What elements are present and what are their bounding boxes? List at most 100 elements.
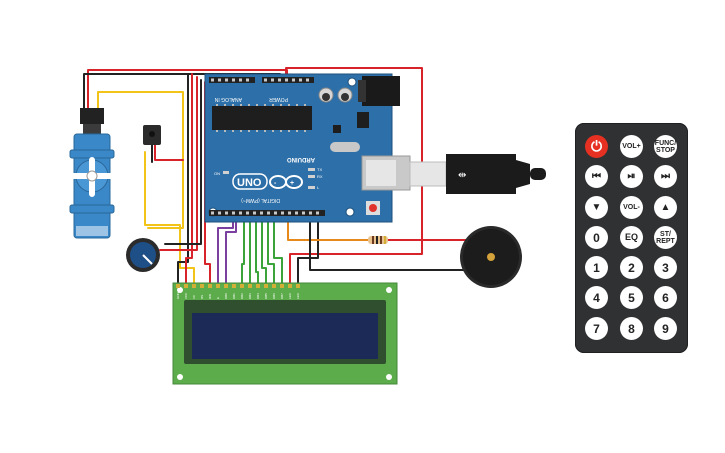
- prev-button[interactable]: ⏮: [585, 165, 608, 188]
- st-label: ST/: [660, 230, 671, 238]
- wire-orange-buzzer[interactable]: [287, 213, 371, 241]
- wire-yellow-servo[interactable]: [97, 91, 184, 229]
- key-1-button[interactable]: 1: [585, 256, 608, 279]
- ir-receiver[interactable]: [143, 125, 161, 145]
- wire-green-4[interactable]: [261, 213, 267, 284]
- key-8-label: 8: [628, 321, 635, 336]
- lcd-pin-10[interactable]: [248, 284, 252, 288]
- lcd-pin-3[interactable]: [192, 284, 196, 288]
- lcd-pin-4[interactable]: [200, 284, 204, 288]
- up-arrow-icon: ▲: [660, 202, 671, 213]
- key-9-label: 9: [662, 321, 669, 336]
- led-tx: [308, 168, 315, 171]
- key-3-label: 3: [662, 260, 669, 275]
- power-jack[interactable]: [362, 76, 400, 106]
- wire-green-1[interactable]: [241, 213, 245, 284]
- mount-hole: [347, 77, 357, 87]
- arduino-logo-right: [285, 175, 303, 189]
- down-button[interactable]: ▼: [585, 196, 608, 219]
- lcd-pin-5[interactable]: [208, 284, 212, 288]
- key-5-button[interactable]: 5: [620, 286, 643, 309]
- key-9-button[interactable]: 9: [654, 317, 677, 340]
- wire-red-right[interactable]: [285, 67, 423, 255]
- wire-black-led[interactable]: [297, 213, 319, 284]
- wire-red-ir[interactable]: [154, 142, 184, 161]
- l-label: L: [317, 185, 320, 190]
- tx-label: TX: [317, 167, 322, 172]
- ir-remote[interactable]: ⏻ VOL+ FUNC/STOP ⏮ ⏯ ⏭ ▼ VOL- ▲ 0 EQ ST/…: [575, 123, 688, 353]
- servo-motor[interactable]: [69, 108, 115, 239]
- eq-button[interactable]: EQ: [620, 226, 643, 249]
- wire-green-6[interactable]: [273, 213, 283, 284]
- wire-black-pot[interactable]: [164, 79, 202, 245]
- wire-green-3[interactable]: [255, 213, 259, 284]
- wire-green-5[interactable]: [267, 213, 275, 284]
- vol-up-button[interactable]: VOL+: [620, 135, 643, 158]
- wire-black-gnd-lcd[interactable]: [177, 73, 189, 284]
- st-rept-button[interactable]: ST/REPT: [654, 226, 677, 249]
- piezo-buzzer[interactable]: [460, 226, 522, 288]
- key-7-label: 7: [593, 321, 600, 336]
- key-3-button[interactable]: 3: [654, 256, 677, 279]
- uno-label: UNO: [237, 177, 262, 189]
- key-7-button[interactable]: 7: [585, 317, 608, 340]
- key-8-button[interactable]: 8: [620, 317, 643, 340]
- arduino-board[interactable]: ANALOG IN POWER: [204, 73, 411, 223]
- key-0-button[interactable]: 0: [585, 226, 608, 249]
- play-pause-button[interactable]: ⏯: [620, 165, 643, 188]
- lcd-pin-2[interactable]: [184, 284, 188, 288]
- lcd-pin-label: V0: [192, 295, 196, 299]
- key-5-label: 5: [628, 290, 635, 305]
- lcd-pin-16[interactable]: [296, 284, 300, 288]
- power-button[interactable]: ⏻: [585, 135, 608, 158]
- key-4-button[interactable]: 4: [585, 286, 608, 309]
- lcd-pin-6[interactable]: [216, 284, 220, 288]
- resistor[interactable]: [368, 236, 388, 244]
- vol-down-label: VOL-: [623, 204, 640, 211]
- lcd-pin-12[interactable]: [264, 284, 268, 288]
- usb-cable[interactable]: ⇹: [409, 154, 546, 194]
- key-6-button[interactable]: 6: [654, 286, 677, 309]
- lcd-pin-8[interactable]: [232, 284, 236, 288]
- lcd-pin-9[interactable]: [240, 284, 244, 288]
- lcd-pin-7[interactable]: [224, 284, 228, 288]
- lcd-pin-label: VCC: [184, 292, 188, 299]
- next-icon: ⏭: [661, 171, 670, 182]
- wire-red-5v-lcd[interactable]: [185, 73, 193, 284]
- wire-black-buzzer[interactable]: [309, 213, 481, 271]
- digital-label: DIGITAL (PWM~): [241, 197, 280, 203]
- func-stop-button[interactable]: FUNC/STOP: [654, 135, 677, 158]
- lcd-screen: [192, 313, 378, 359]
- lcd-pin-label: LED: [296, 292, 300, 299]
- lcd-pin-15[interactable]: [288, 284, 292, 288]
- key-2-label: 2: [628, 260, 635, 275]
- regulator: [357, 112, 369, 128]
- potentiometer[interactable]: [126, 238, 160, 272]
- lcd-pin-label: GND: [176, 292, 180, 300]
- key-1-label: 1: [593, 260, 600, 275]
- lcd-pin-label: DB5: [264, 293, 268, 299]
- vol-down-button[interactable]: VOL-: [620, 196, 643, 219]
- key-0-label: 0: [593, 230, 600, 245]
- up-button[interactable]: ▲: [654, 196, 677, 219]
- lcd-pin-11[interactable]: [256, 284, 260, 288]
- wire-yellow-pot[interactable]: [144, 151, 195, 284]
- mount-hole-2: [345, 207, 355, 217]
- atmega-chip: [212, 106, 312, 130]
- lcd-pin-1[interactable]: [176, 284, 180, 288]
- lcd-pin-label: RS: [200, 295, 204, 299]
- wire-red-led[interactable]: [289, 253, 319, 284]
- usb-icon: ⇹: [458, 170, 466, 181]
- stop-label: STOP: [656, 146, 675, 154]
- lcd-pin-14[interactable]: [280, 284, 284, 288]
- wire-purple-1[interactable]: [225, 213, 237, 284]
- lcd-pin-label: E: [216, 297, 220, 299]
- lcd-pin-13[interactable]: [272, 284, 276, 288]
- svg-text:+: +: [290, 180, 294, 187]
- wire-red-pot[interactable]: [159, 76, 198, 251]
- next-button[interactable]: ⏭: [654, 165, 677, 188]
- key-2-button[interactable]: 2: [620, 256, 643, 279]
